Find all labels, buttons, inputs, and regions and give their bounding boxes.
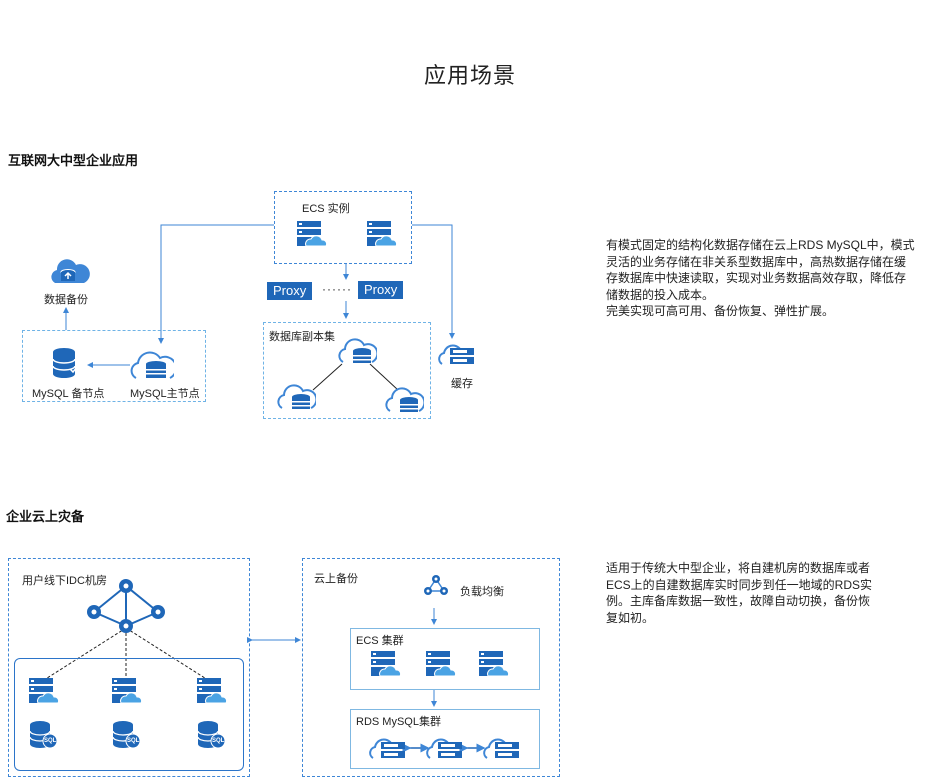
rds-cluster-box (350, 709, 540, 769)
database-icon (52, 348, 78, 378)
scenario1-title: 互联网大中型企业应用 (8, 153, 139, 168)
sql-badge-text: SQL (44, 738, 57, 744)
description-line: 存数据库中快速读取，实现对业务数据高效存取，降低存 (606, 271, 907, 285)
network-topology-icon (87, 579, 165, 633)
cloud-backup-label: 云上备份 (314, 573, 358, 585)
load-balancer-icon (424, 575, 448, 595)
server-cloud-icon (479, 651, 510, 677)
cloud-server-icon (369, 738, 405, 759)
proxy-ellipsis: ······ (322, 282, 352, 296)
idc-servers-box (14, 658, 244, 771)
mysql-primary-label: MySQL主节点 (130, 388, 200, 400)
description-line: 完美实现可高可用、备份恢复、弹性扩展。 (606, 304, 835, 318)
idc-box (8, 558, 250, 777)
server-cloud-icon (112, 678, 143, 704)
cache-icon (438, 344, 474, 365)
load-balancer-label: 负载均衡 (460, 586, 504, 598)
description-line: 有模式固定的结构化数据存储在云上RDS MySQL中，模式 (606, 238, 915, 252)
description-line: 储数据的投入成本。 (606, 287, 715, 302)
description-line: 灵活的业务存储在非关系型数据库中，高热数据存储在缓 (606, 254, 907, 269)
cache-label: 缓存 (451, 378, 473, 390)
cloud-database-icon (338, 338, 377, 363)
server-cloud-icon (297, 221, 328, 247)
description-line: ECS上的自建数据库实时同步到任一地域的RDS实 (606, 577, 873, 592)
server-cloud-icon (197, 678, 228, 704)
rds-cluster-label: RDS MySQL集群 (356, 716, 441, 728)
idc-label: 用户线下IDC机房 (22, 575, 107, 587)
backup-label: 数据备份 (44, 294, 88, 306)
server-cloud-icon (371, 651, 402, 677)
description-line: 复如初。 (606, 610, 655, 625)
ecs-instance-box (274, 191, 412, 264)
cloud-server-icon (426, 738, 462, 759)
cloud-database-icon (130, 351, 174, 379)
cloud-server-icon (483, 738, 519, 759)
ecs-instance-label: ECS 实例 (302, 203, 350, 215)
server-cloud-icon (29, 678, 60, 704)
replica-set-box (263, 322, 431, 419)
mysql-nodes-box (22, 330, 206, 402)
scenario1-description: 有模式固定的结构化数据存储在云上RDS MySQL中，模式 灵活的业务存储在非关… (606, 237, 938, 320)
proxy-badge: Proxy (267, 282, 313, 300)
cloud-backup-box (302, 558, 560, 777)
replica-set-label: 数据库副本集 (269, 331, 335, 343)
server-cloud-icon (426, 651, 457, 677)
ecs-cluster-box (350, 628, 540, 690)
mysql-standby-label: MySQL 备节点 (32, 388, 105, 400)
backup-icon (51, 259, 90, 283)
sql-database-icon: SQL (111, 720, 143, 750)
scenario2-description: 适用于传统大中型企业，将自建机房的数据库或者 ECS上的自建数据库实时同步到任一… (606, 560, 906, 626)
cloud-database-icon (277, 384, 316, 409)
ecs-cluster-label: ECS 集群 (356, 635, 404, 647)
sql-badge-text: SQL (127, 738, 140, 744)
scenario2-title: 企业云上灾备 (6, 509, 85, 524)
description-line: 适用于传统大中型企业，将自建机房的数据库或者 (606, 561, 871, 575)
sql-badge-text: SQL (212, 738, 225, 744)
sql-database-icon: SQL (196, 720, 228, 750)
description-line: 例。主库备库数据一致性，故障自动切换，备份恢 (606, 594, 871, 608)
proxy-badge: Proxy (358, 281, 404, 299)
server-cloud-icon (367, 221, 398, 247)
page-title: 应用场景 (423, 63, 516, 88)
cloud-database-icon (385, 387, 424, 412)
sql-database-icon: SQL (28, 720, 60, 750)
